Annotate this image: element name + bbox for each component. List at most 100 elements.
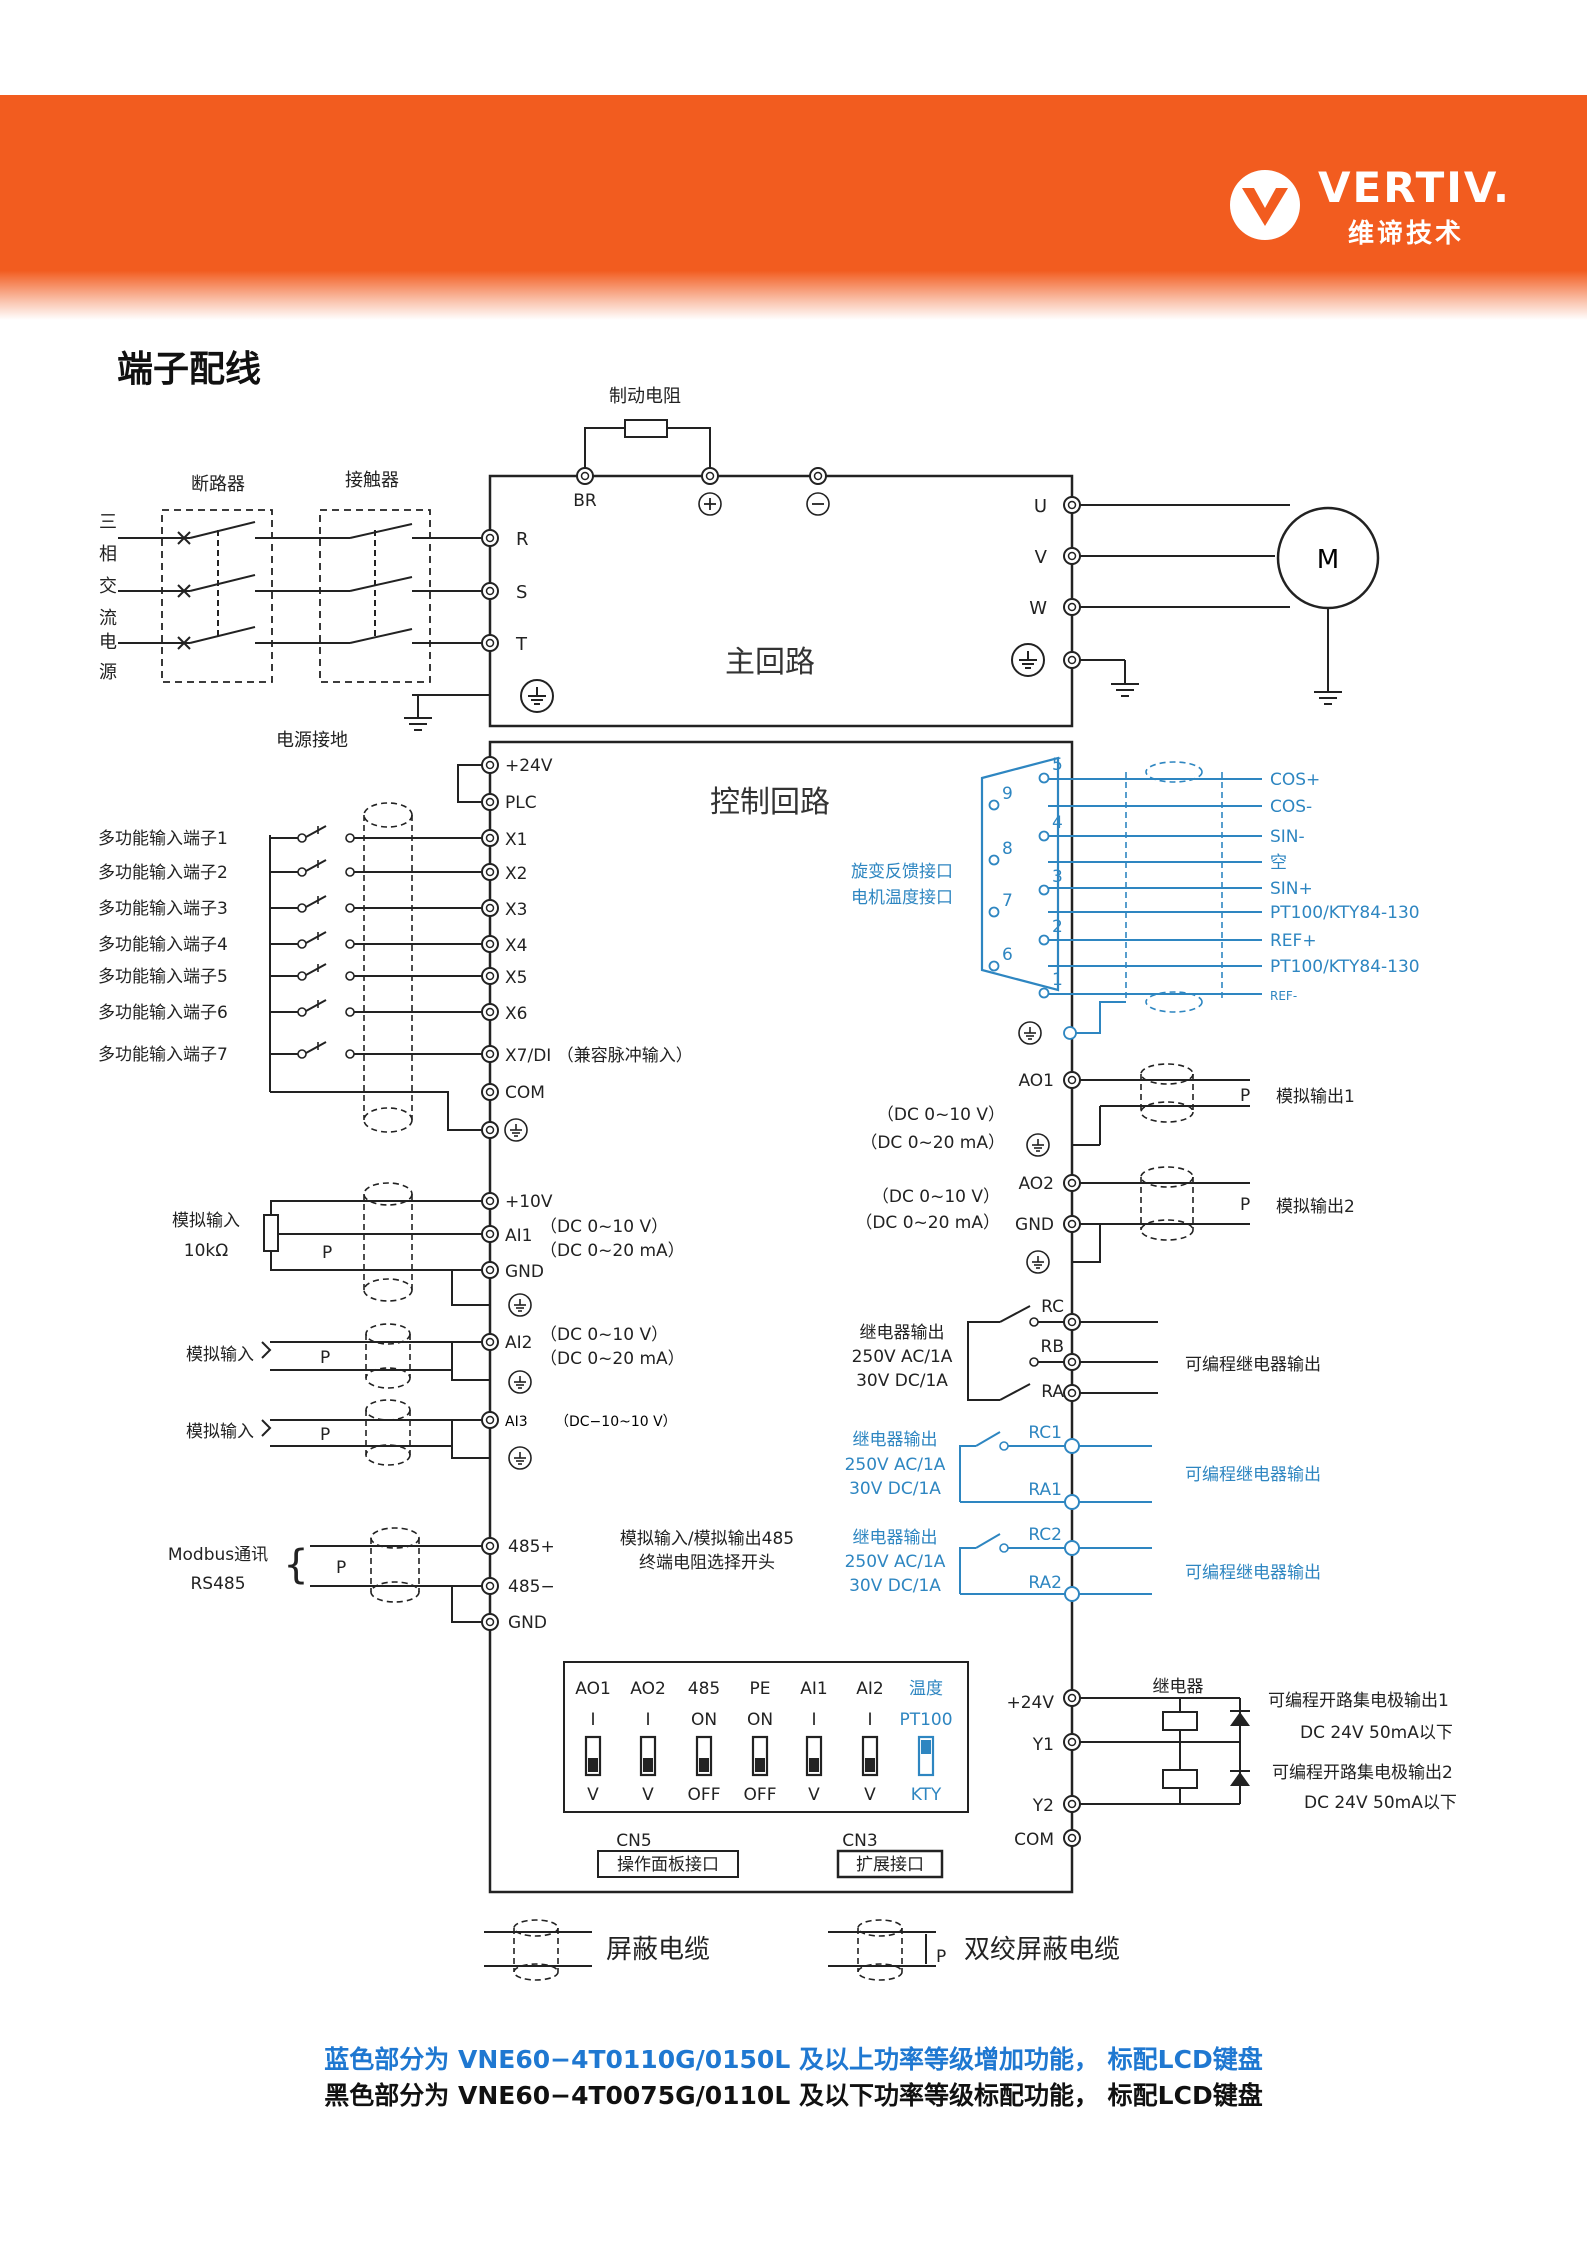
- ao2-terminal: [1063, 1174, 1081, 1192]
- db9-pin: [1038, 987, 1050, 999]
- resolver-signal-label: SIN-: [1270, 827, 1305, 847]
- oc-out2-label: 可编程开路集电极输出2: [1272, 1763, 1453, 1783]
- relay2-label: 继电器输出: [853, 1430, 938, 1450]
- modbus-label: Modbus通讯: [168, 1545, 268, 1565]
- dip-top-label: I: [811, 1710, 816, 1730]
- rc-label: RC: [1041, 1297, 1064, 1317]
- termination-note: 终端电阻选择开头: [639, 1553, 775, 1573]
- dip-bottom-label: KTY: [911, 1785, 942, 1805]
- ao2-range-ma: （DC 0~20 mA）: [855, 1213, 1000, 1233]
- u-terminal: [1063, 496, 1081, 514]
- legend-shield-label: 屏蔽电缆: [606, 1935, 710, 1965]
- control-circuit-box: [488, 740, 1074, 1894]
- di-terminal-label: X4: [505, 936, 527, 956]
- u-label: U: [1034, 496, 1047, 517]
- rs485-minus-terminal: [481, 1577, 499, 1595]
- ai1-label: AI1: [505, 1226, 532, 1246]
- dip-switches: AO1IVAO2IV485ONOFFPEONOFFAI1IVAI2IV温度PT1…: [575, 1679, 952, 1805]
- brand-subtitle: 维谛技术: [1348, 219, 1465, 249]
- analog-in1-label: 模拟输入: [172, 1211, 240, 1231]
- di-terminal-label: X5: [505, 968, 527, 988]
- page-title: 端子配线: [117, 349, 262, 390]
- di-terminal: [481, 1003, 499, 1021]
- diode-icon: [1230, 1712, 1250, 1726]
- analog-in3-label: 模拟输入: [186, 1422, 254, 1442]
- breaker-icon: [161, 509, 273, 683]
- di-label: 多功能输入端子7: [98, 1045, 228, 1065]
- com-terminal: [481, 1083, 499, 1101]
- plc-label: PLC: [505, 793, 537, 813]
- ai3-range: （DC−10~10 V）: [555, 1414, 677, 1430]
- cn3-port: [836, 1849, 944, 1879]
- supply-char: 源: [99, 662, 117, 683]
- w-label: W: [1029, 598, 1047, 619]
- db9-pin: [1038, 884, 1050, 896]
- shield-ground-icon: [508, 1446, 532, 1470]
- db9-pin: [1038, 934, 1050, 946]
- footer-blue-note: 蓝色部分为 VNE60−4T0110G/0150L 及以上功率等级增加功能， 标…: [324, 2045, 1263, 2074]
- relay2-spec-ac: 250V AC/1A: [845, 1455, 946, 1475]
- dip-slider: [809, 1758, 819, 1772]
- db9-pin: [988, 906, 1000, 918]
- dip-slider: [588, 1758, 598, 1772]
- dip-bottom-label: V: [864, 1785, 876, 1805]
- supply-char: 相: [99, 544, 117, 565]
- shield-terminal: [481, 1121, 499, 1139]
- di-terminal-label: X1: [505, 830, 527, 850]
- dip-slider: [755, 1758, 765, 1772]
- dip-slider: [921, 1740, 931, 1754]
- legend-p-label: P: [936, 1947, 946, 1967]
- motor-earth-icon: [1313, 679, 1343, 705]
- oc-out1-label: 可编程开路集电极输出1: [1268, 1691, 1449, 1711]
- ao-gnd-label: GND: [1015, 1215, 1054, 1235]
- ra1-label: RA1: [1028, 1480, 1062, 1500]
- brace-icon: {: [283, 1542, 308, 1588]
- resolver-signal-label: PT100/KTY84-130: [1270, 903, 1420, 923]
- resolver-signal-label: SIN+: [1270, 879, 1313, 899]
- rs485-plus-terminal: [481, 1537, 499, 1555]
- di-label: 多功能输入端子6: [98, 1003, 228, 1023]
- dip-top-label: I: [867, 1710, 872, 1730]
- rc-terminal: [1063, 1313, 1081, 1331]
- y1-terminal: [1063, 1733, 1081, 1751]
- analog-in2-label: 模拟输入: [186, 1345, 254, 1365]
- shield-ground-icon: [508, 1293, 532, 1317]
- plus-icon: [698, 492, 722, 516]
- breaker-label: 断路器: [191, 474, 245, 495]
- resolver-signal-label: COS+: [1270, 770, 1320, 790]
- com-label: COM: [505, 1083, 545, 1103]
- rs485-gnd-label: GND: [508, 1613, 547, 1633]
- output-ground-icon: [1011, 643, 1045, 677]
- motor-temp-label: 电机温度接口: [851, 888, 953, 908]
- db9-pin: [988, 854, 1000, 866]
- ao1-range-ma: （DC 0~20 mA）: [860, 1133, 1005, 1153]
- rs485-minus-label: 485−: [508, 1577, 555, 1597]
- rc2-terminal: [1064, 1540, 1080, 1556]
- cn3-name: CN3: [842, 1831, 877, 1851]
- relay3-spec-ac: 250V AC/1A: [845, 1552, 946, 1572]
- p-label: P: [320, 1425, 330, 1445]
- relay-coil-icon: [1162, 1711, 1198, 1731]
- dip-top-label: PT100: [899, 1710, 952, 1730]
- ai1-terminal: [481, 1225, 499, 1243]
- analog-out1-label: 模拟输出1: [1276, 1087, 1355, 1107]
- brake-resistor-label: 制动电阻: [609, 386, 681, 407]
- rc1-terminal: [1064, 1438, 1080, 1454]
- relay-coil-icon: [1162, 1769, 1198, 1789]
- di-label: 多功能输入端子2: [98, 863, 228, 883]
- di-terminal: [481, 1045, 499, 1063]
- db9-pin-number: 5: [1052, 755, 1063, 775]
- db9-pin: [988, 960, 1000, 972]
- db9-pin-number: 8: [1002, 839, 1013, 859]
- dip-slider: [643, 1758, 653, 1772]
- dc-minus-terminal: [809, 467, 827, 485]
- resolver-shield-ground-icon: [1018, 1021, 1042, 1045]
- relay2-desc: 可编程继电器输出: [1185, 1465, 1321, 1485]
- br-terminal: [576, 467, 594, 485]
- legend-twisted-label: 双绞屏蔽电缆: [964, 1935, 1120, 1965]
- ai2-terminal: [481, 1333, 499, 1351]
- t-label: T: [515, 634, 528, 655]
- relay1-spec-ac: 250V AC/1A: [852, 1347, 953, 1367]
- contactor-icon: [319, 509, 431, 683]
